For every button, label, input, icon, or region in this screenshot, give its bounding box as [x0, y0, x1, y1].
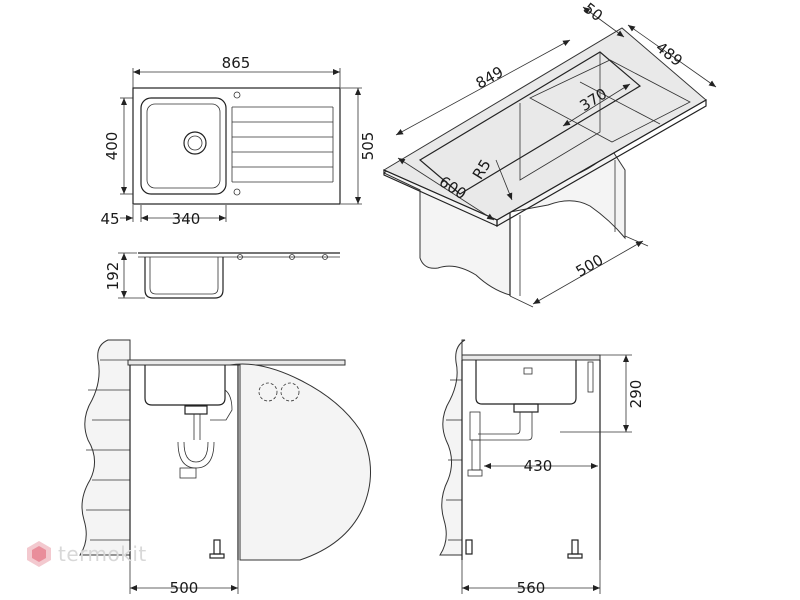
side-view: 290 430 560: [439, 339, 645, 597]
watermark-text: termokit: [58, 542, 147, 566]
top-view-bowl-inner: [146, 103, 221, 189]
front-cabinet-side: [229, 363, 371, 561]
termokit-logo-icon: [27, 541, 51, 567]
top-view-drain: [183, 131, 207, 155]
front-siphon: [177, 441, 215, 469]
top-view-tap-hole: [233, 91, 241, 99]
side-countertop: [461, 354, 601, 361]
iso-drainer: [529, 59, 691, 143]
section-view: 192: [104, 252, 340, 299]
dim-bowl-depth: 400: [103, 132, 121, 161]
dim-top-depth: 505: [359, 132, 377, 161]
section-bowl: [144, 257, 224, 299]
isometric-view: 849 50 489 370 R5 600 500: [382, 0, 717, 308]
dim-front-cabinet: 500: [170, 579, 199, 597]
side-wall: [439, 339, 466, 556]
front-wall: [79, 339, 131, 556]
dim-side-cabinet: 560: [517, 579, 546, 597]
top-view-bowl: [140, 97, 227, 195]
dim-bowl-offset: 45: [100, 210, 119, 228]
dim-side-drain: 430: [524, 457, 553, 475]
front-bowl: [144, 365, 226, 406]
top-view-overflow: [233, 188, 241, 196]
front-view: 500: [79, 339, 371, 597]
side-bowl: [475, 360, 577, 405]
dim-bowl-height: 192: [104, 262, 122, 291]
watermark: termokit: [26, 540, 147, 568]
dim-top-width: 865: [222, 54, 251, 72]
front-countertop: [127, 359, 346, 366]
dim-side-height: 290: [627, 380, 645, 409]
dim-iso-cabinet-depth: 500: [573, 251, 607, 281]
top-view: 865 505 400 45 340: [100, 54, 377, 228]
top-view-outline: [132, 87, 341, 205]
dim-iso-length: 849: [473, 63, 507, 93]
side-drain-pipe: [478, 412, 533, 441]
dim-bowl-width: 340: [172, 210, 201, 228]
